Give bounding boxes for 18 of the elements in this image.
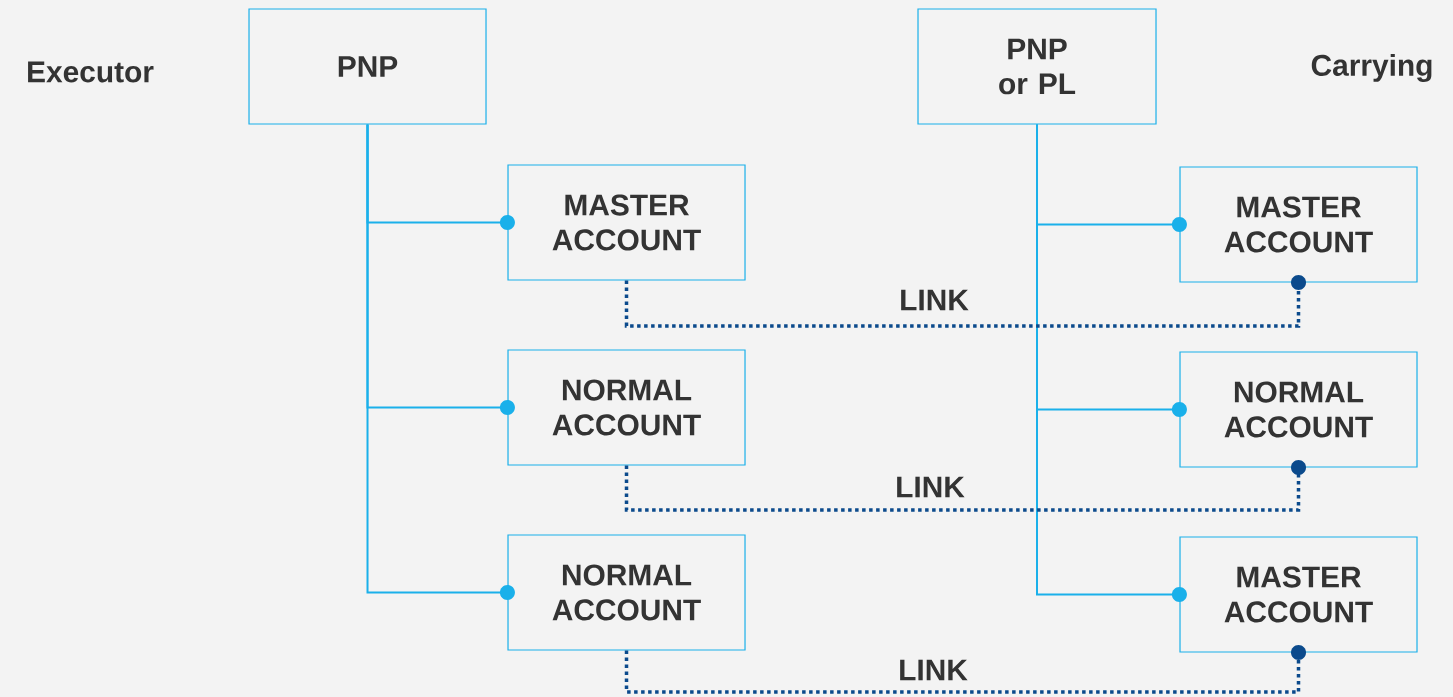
account-box: NORMAL ACCOUNT <box>507 534 746 651</box>
connector <box>1036 123 1187 602</box>
account-box: PNP <box>248 8 487 125</box>
account-box: MASTER ACCOUNT <box>1179 536 1418 653</box>
connector <box>624 460 1306 512</box>
account-box: NORMAL ACCOUNT <box>1179 351 1418 468</box>
edge-label: LINK <box>896 657 970 683</box>
connector <box>624 275 1306 328</box>
edge-label: LINK <box>893 474 967 500</box>
account-box: MASTER ACCOUNT <box>1179 166 1418 283</box>
account-box: PNP or PL <box>917 8 1157 125</box>
account-box: MASTER ACCOUNT <box>507 164 746 281</box>
side-heading: Executor <box>28 61 154 83</box>
account-box: NORMAL ACCOUNT <box>507 349 746 466</box>
edge-label: LINK <box>897 287 971 313</box>
connector <box>366 123 515 600</box>
side-heading: Carrying <box>1311 54 1432 82</box>
connector <box>624 645 1306 694</box>
